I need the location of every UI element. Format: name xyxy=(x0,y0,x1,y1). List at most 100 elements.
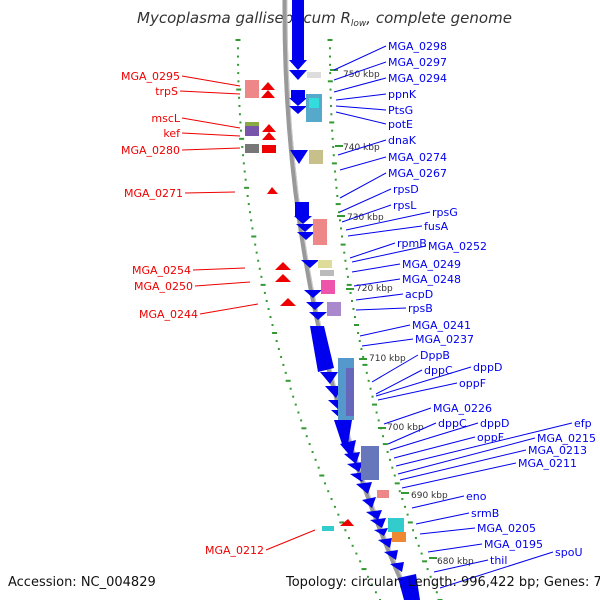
gc-skew-dot xyxy=(277,347,280,350)
feature-block xyxy=(361,446,379,480)
gc-skew-dot xyxy=(403,505,406,508)
gc-skew-dot xyxy=(338,211,341,214)
gc-skew-dot xyxy=(237,80,240,83)
gc-skew-dot xyxy=(350,299,353,302)
gene-arrow xyxy=(289,106,307,114)
gene-label: MGA_0274 xyxy=(388,151,447,164)
kbp-label: 710 kbp xyxy=(369,354,406,364)
gene-label-leader xyxy=(383,407,432,425)
gc-skew-dot xyxy=(327,80,333,83)
gene-label: efp xyxy=(574,417,592,430)
gene-arrow xyxy=(280,298,296,306)
gc-skew-dot xyxy=(422,560,428,563)
gene-label: MGA_0215 xyxy=(537,432,596,445)
feature-block xyxy=(245,122,259,126)
gene-label-leader xyxy=(375,369,423,395)
gene-label: rpsD xyxy=(393,183,419,196)
gene-arrow xyxy=(275,262,291,270)
gc-skew-dot xyxy=(242,154,245,157)
gc-skew-dot xyxy=(317,466,320,469)
gc-skew-dot xyxy=(426,568,429,571)
feature-block xyxy=(327,302,341,316)
gc-skew-dot xyxy=(329,88,332,91)
gc-skew-dot xyxy=(375,411,378,414)
gc-skew-dot xyxy=(275,339,278,342)
gene-arrow xyxy=(275,274,291,282)
gene-label-leader xyxy=(397,437,536,475)
gene-label-leader xyxy=(351,263,401,273)
gc-skew-dot xyxy=(357,331,360,334)
gene-label: MGA_0254 xyxy=(132,264,191,277)
gc-skew-dot xyxy=(406,513,409,516)
gene-arrow xyxy=(344,452,360,464)
gene-label-leader xyxy=(179,90,241,95)
gene-label: MGA_0297 xyxy=(388,56,447,69)
gc-skew-dot xyxy=(362,363,368,366)
gene-arrow xyxy=(296,224,314,232)
gc-skew-dot xyxy=(248,211,251,214)
gene-label-leader xyxy=(355,293,404,301)
gene-label-leader xyxy=(427,543,483,553)
gene-arrow xyxy=(309,312,327,320)
gc-skew-dot xyxy=(239,137,245,140)
gc-skew-dot xyxy=(238,105,241,108)
gene-arrow xyxy=(304,290,322,298)
gene-label: MGA_0250 xyxy=(134,280,193,293)
gc-skew-dot xyxy=(367,379,370,382)
kbp-tick xyxy=(401,492,409,494)
gene-label: eno xyxy=(466,490,487,503)
feature-block xyxy=(309,98,319,108)
gc-skew-dot xyxy=(250,219,253,222)
gene-label-leader xyxy=(339,188,392,213)
gene-label: MGA_0295 xyxy=(121,70,180,83)
gc-skew-dot xyxy=(339,227,342,230)
gc-skew-dot xyxy=(267,307,270,310)
gc-skew-dot xyxy=(349,291,352,294)
feature-block xyxy=(320,270,334,276)
gc-skew-dot xyxy=(236,47,239,50)
gene-label: MGA_0241 xyxy=(412,319,471,332)
gc-skew-dot xyxy=(331,137,334,140)
gene-label-leader xyxy=(353,278,401,287)
gene-label-leader xyxy=(387,422,437,445)
gene-label-leader xyxy=(439,551,554,589)
gc-skew-dot xyxy=(328,55,331,58)
gc-skew-dot xyxy=(358,339,361,342)
gc-skew-dot xyxy=(297,411,300,414)
gc-skew-dot xyxy=(346,275,349,278)
gc-skew-dot xyxy=(366,575,369,578)
gc-skew-dot xyxy=(359,560,362,563)
gene-label-leader xyxy=(351,245,427,263)
title-main: Mycoplasma gallisepticum R xyxy=(137,9,351,27)
gene-block xyxy=(291,90,305,98)
gene-label-leader xyxy=(401,462,517,489)
gc-skew-dot xyxy=(314,458,317,461)
gene-label: MGA_0267 xyxy=(388,167,447,180)
gc-skew-dot xyxy=(300,419,303,422)
gc-skew-dot xyxy=(420,552,423,555)
gene-label-leader xyxy=(192,267,246,271)
gene-label: MGA_0280 xyxy=(121,144,180,157)
title-tail: , complete genome xyxy=(366,9,512,27)
gc-skew-dot xyxy=(254,243,257,246)
gene-label-leader xyxy=(265,529,316,551)
gene-label: MGA_0249 xyxy=(402,258,461,271)
gene-label-leader xyxy=(359,324,411,337)
feature-block xyxy=(388,518,404,532)
gene-arrow xyxy=(356,482,372,494)
gene-label-leader xyxy=(399,449,527,481)
gene-arrow xyxy=(290,150,308,164)
gc-skew-dot xyxy=(353,315,356,318)
gc-skew-dot xyxy=(337,513,340,516)
gene-label-leader xyxy=(355,307,407,311)
gene-arrow xyxy=(301,260,319,268)
gc-skew-dot xyxy=(372,403,378,406)
gc-skew-dot xyxy=(258,267,261,270)
title-subscript: low xyxy=(351,19,367,29)
gc-skew-dot xyxy=(429,575,432,578)
gc-skew-dot xyxy=(432,583,435,586)
gene-label: MGA_0252 xyxy=(428,240,487,253)
gene-arrow xyxy=(362,497,376,508)
gc-skew-dot xyxy=(292,395,295,398)
gc-skew-dot xyxy=(365,371,368,374)
